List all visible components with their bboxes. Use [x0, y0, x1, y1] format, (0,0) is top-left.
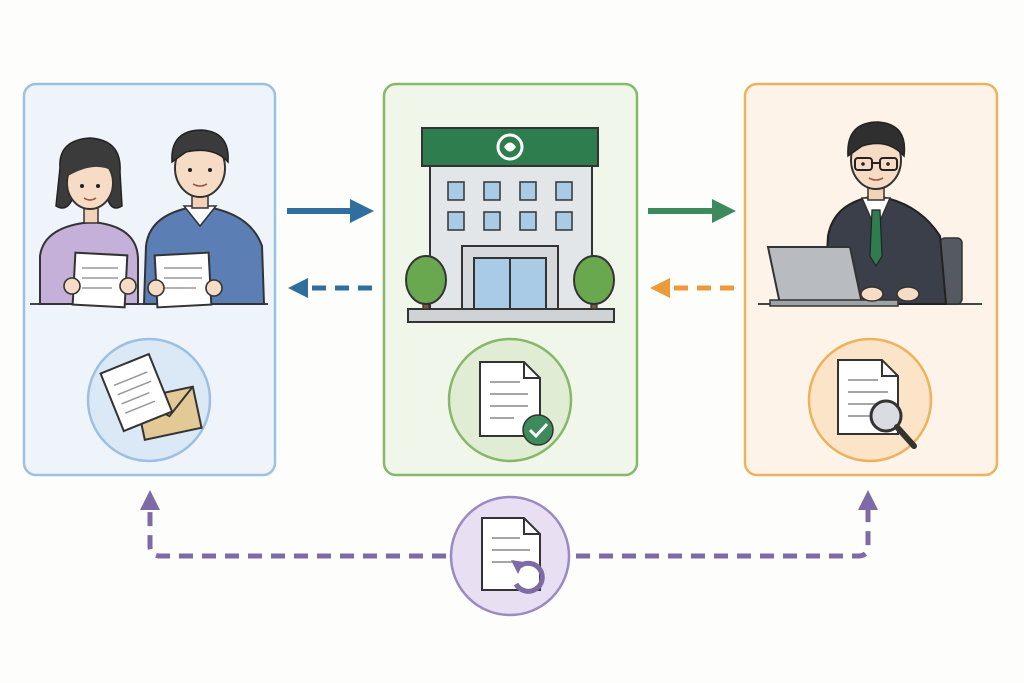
panel-reviewer: [743, 82, 999, 477]
document-search-icon: [807, 337, 933, 463]
return-arrow-to-reviewer: [576, 490, 878, 559]
bank-building-icon: [405, 127, 615, 323]
return-flow: [140, 490, 878, 617]
return-arrow-to-customer: [140, 490, 446, 559]
document-approved-icon: [447, 337, 573, 463]
panel-customer: [22, 82, 277, 477]
documents-envelope-icon: [86, 337, 212, 463]
couple-reading-documents-icon: [30, 129, 268, 309]
document-return-icon: [449, 495, 571, 617]
panel-bank: [382, 82, 639, 477]
officer-at-laptop-icon: [758, 121, 982, 307]
